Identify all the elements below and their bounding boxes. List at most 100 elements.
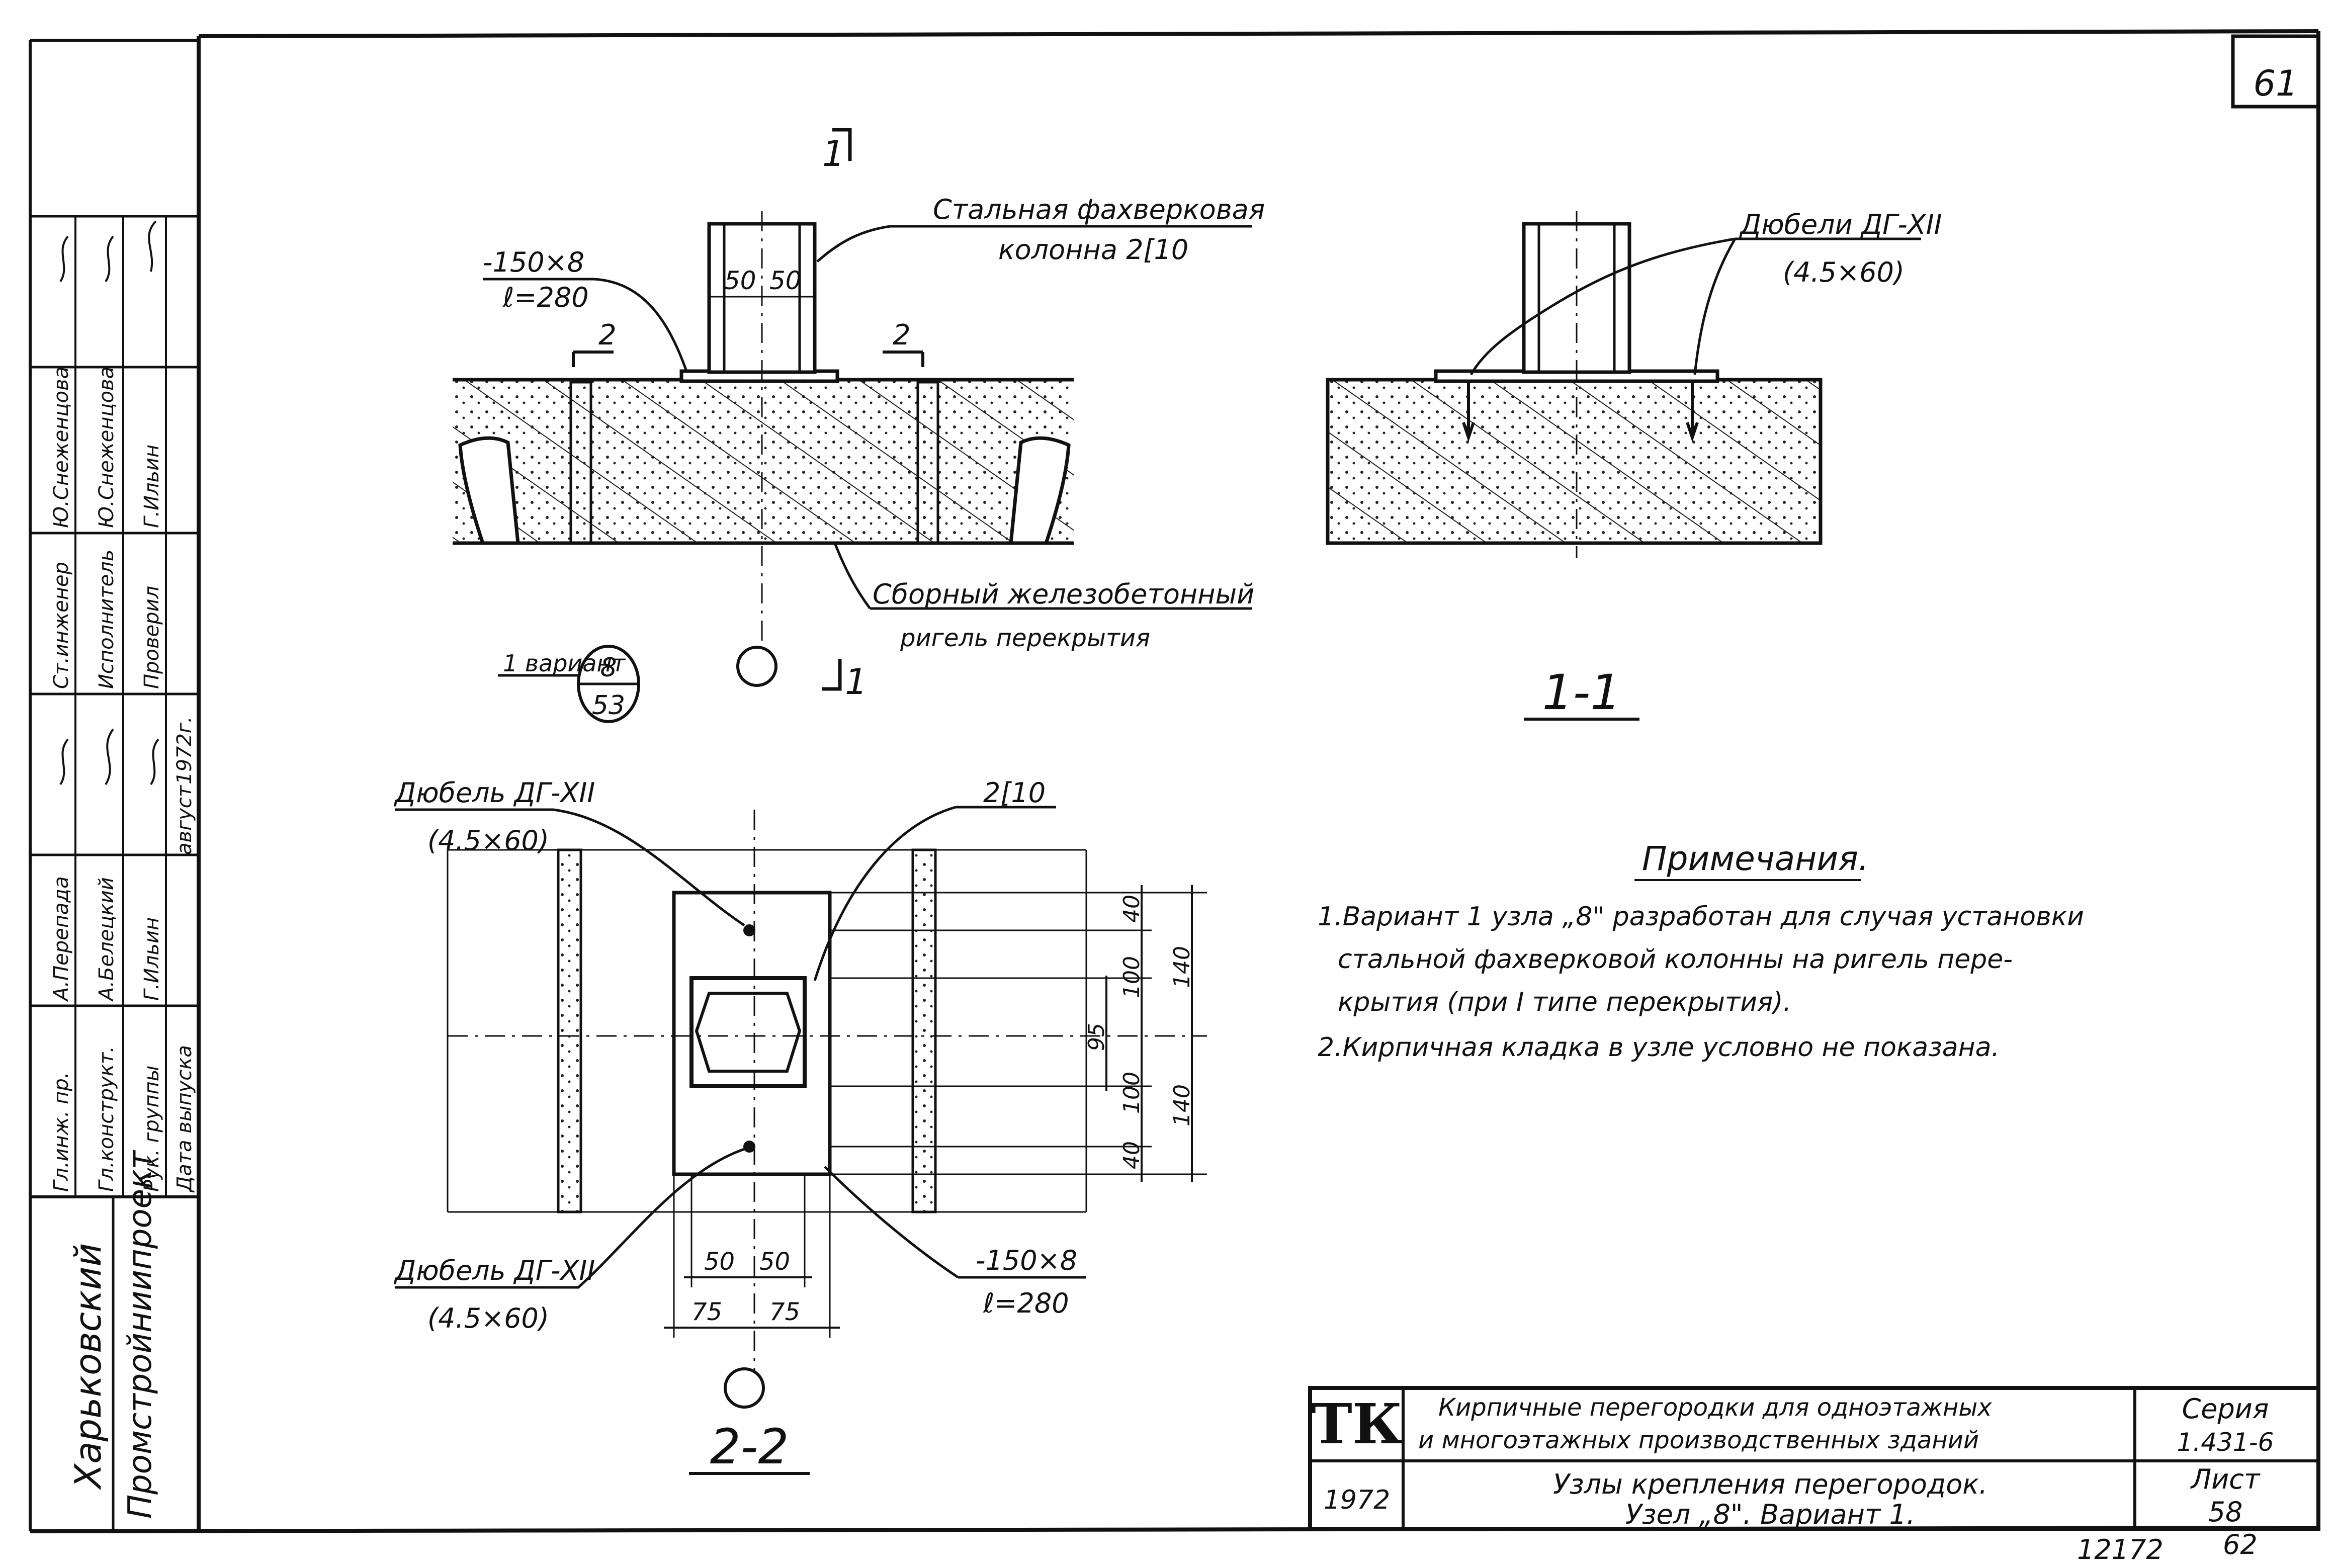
title-year: 1972 [1324, 1485, 1390, 1515]
dim-bottom-outer-2: 75 [769, 1298, 800, 1326]
elevation-labels: 1 1 -150×8 ℓ=280 Стальная фахверковая ко… [483, 133, 1265, 721]
dim-right-outer-2: 140 [1169, 1084, 1195, 1126]
plate-plan-label: -150×8 [976, 1245, 1077, 1276]
dowel-right [1686, 382, 1699, 443]
tk-logo: ТК [1311, 1391, 1403, 1456]
axis-bubble-plan [724, 1367, 765, 1409]
sheet-value: 58 [2208, 1496, 2243, 1528]
cut-mark-top [832, 128, 852, 161]
stamp-role-6: Рук. группы [140, 1066, 163, 1192]
notes-line-3: крытия (при I типе перекрытия). [1338, 987, 1791, 1017]
dowels-label-line2: (4.5×60) [1783, 256, 1905, 288]
dim-right-3: 100 [1119, 1072, 1145, 1114]
variant-label: 1 вариант [503, 650, 626, 677]
dowel-top-label-line1: Дюбель ДГ-XII [394, 777, 595, 809]
dowels-label-line1: Дюбели ДГ-XII [1739, 209, 1942, 240]
series-label: Серия [2182, 1393, 2269, 1425]
section-2-2-view [395, 806, 1207, 1475]
beam-section [1326, 378, 1823, 545]
dim-bottom-inner-1: 50 [704, 1248, 735, 1276]
dowel-plan-top [743, 924, 755, 936]
stamp-role-7: Дата выпуска [173, 1045, 196, 1193]
section-mark-left-label: 2 [598, 319, 617, 352]
plate-label: -150×8 [483, 246, 584, 278]
axis-bubble [736, 646, 777, 687]
channel-label: 2[10 [983, 777, 1046, 809]
cut-mark-bottom [822, 659, 842, 691]
channel-inner [695, 992, 802, 1073]
stamp-name-6: Г.Ильин [140, 917, 163, 1001]
stamp-name-1: Ю.Снеженцова [50, 367, 73, 528]
stamp-roles: Ст.инженер Исполнитель Проверил Гл.инж. … [50, 367, 196, 1193]
series-title-line2: и многоэтажных производственных зданий [1418, 1426, 1979, 1454]
title-block [1308, 1386, 2320, 1531]
dowel-top-leader [395, 808, 745, 927]
joint-left [569, 381, 592, 545]
dim-center: 95 [1084, 1023, 1109, 1051]
beam-hatch [453, 380, 1074, 543]
column-dim-left: 50 [724, 266, 756, 295]
institute-name-line2: Промстройниипроект [122, 1150, 159, 1519]
section-mark-right-label: 2 [893, 319, 911, 352]
stamp-signatures [59, 220, 159, 786]
channel-leader [813, 806, 1056, 981]
stamp-name-5: А.Белецкий [95, 877, 118, 1002]
dim-right-2: 100 [1119, 956, 1145, 998]
beam-void-right [1009, 436, 1071, 545]
beam-label-line1: Сборный железобетонный [873, 578, 1254, 610]
dim-right-4: 40 [1119, 1141, 1145, 1169]
dowel-left [1462, 382, 1475, 443]
beam-leader [833, 543, 1252, 610]
dim-bottom-inner-2: 50 [759, 1248, 790, 1276]
node-number: 8 [600, 653, 617, 683]
archive-page: 62 [2223, 1529, 2258, 1560]
stamp-name-2: Ю.Снеженцова [95, 367, 118, 528]
page-number: 61 [2253, 63, 2298, 104]
plate-plan-leader [824, 1166, 1086, 1279]
plate-length: ℓ=280 [502, 282, 589, 313]
notes-line-4: 2.Кирпичная кладка в узле условно не пок… [1318, 1032, 2000, 1063]
column-label-line2: колонна 2[10 [998, 234, 1188, 266]
joint-plan-right [911, 848, 937, 1213]
stamp-name-4: А.Перепада [50, 876, 73, 1002]
beam-void-left [458, 436, 520, 545]
section-2-2-labels: Дюбель ДГ-XII (4.5×60) 2[10 Дюбель ДГ-XI… [394, 777, 1195, 1475]
dim-bottom-outer-1: 75 [691, 1298, 722, 1326]
dowels-leader [1469, 237, 1921, 376]
column-label-line1: Стальная фахверковая [933, 194, 1265, 225]
elevation-view [453, 128, 1252, 723]
section-2-2-title: 2-2 [710, 1419, 789, 1475]
notes-line-1: 1.Вариант 1 узла „8" разработан для случ… [1318, 902, 2084, 932]
stamp-role-4: Гл.инж. пр. [50, 1072, 73, 1192]
sheet-title-line1: Узлы крепления перегородок. [1553, 1468, 1987, 1500]
beam-label-line2: ригель перекрытия [900, 624, 1150, 652]
sheet-label: Лист [2190, 1463, 2261, 1495]
series-title-line1: Кирпичные перегородки для одноэтажных [1438, 1393, 1992, 1422]
cut-mark-bottom-label: 1 [845, 661, 868, 703]
side-stamp [29, 39, 199, 1531]
stamp-role-1: Ст.инженер [50, 562, 73, 689]
dowel-bottom-leader [395, 1148, 745, 1289]
plate-leader [483, 278, 688, 372]
section-mark-2-right [883, 351, 924, 367]
stamp-name-3: Г.Ильин [140, 445, 163, 528]
plate-plan-length: ℓ=280 [983, 1287, 1069, 1319]
stamp-role-2: Исполнитель [95, 550, 118, 689]
node-sheet: 53 [592, 690, 625, 721]
column-leader [816, 225, 1252, 263]
dowel-top-label-line2: (4.5×60) [427, 825, 549, 856]
column-dim-right: 50 [769, 266, 802, 295]
joint-plan-left [557, 848, 582, 1213]
stamp-date: 1972г. [173, 716, 196, 785]
sheet-title-line2: Узел „8". Вариант 1. [1625, 1499, 1915, 1530]
dowel-plan-bottom [743, 1141, 755, 1153]
series-value: 1.431-6 [2177, 1428, 2274, 1457]
section-1-1-view [1326, 211, 1921, 721]
stamp-role-3: Проверил [140, 586, 163, 689]
dim-right-1: 40 [1119, 895, 1145, 923]
section-mark-2-left [572, 351, 614, 367]
archive-number: 12172 [2077, 1534, 2164, 1565]
stamp-name-7: август [173, 785, 196, 855]
dowel-bottom-label-line1: Дюбель ДГ-XII [394, 1255, 595, 1286]
